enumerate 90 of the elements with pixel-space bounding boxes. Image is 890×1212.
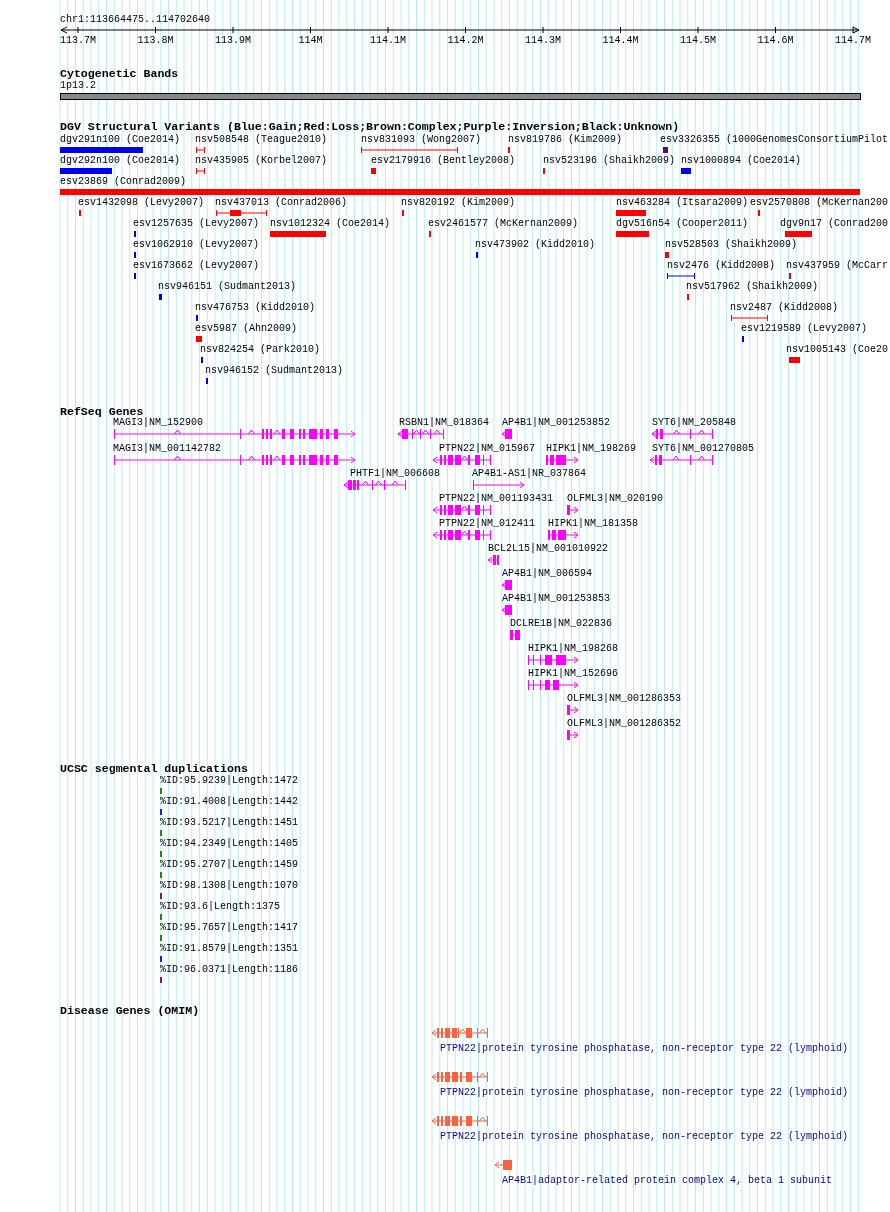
variant-label: dgv516n54 (Cooper2011) — [616, 218, 749, 230]
variant-label: nsv946151 (Sudmant2013) — [158, 281, 297, 293]
gene-label: SYT6|NM_205848 — [652, 417, 736, 429]
variant-label: nsv528503 (Shaikh2009) — [665, 239, 798, 251]
cytoband-label: 1p13.2 — [60, 80, 96, 92]
variant-label: nsv463284 (Itsara2009) — [616, 197, 749, 209]
ruler-tick-label: 114M — [298, 35, 323, 47]
variant-label: esv1062910 (Levy2007) — [133, 239, 260, 251]
track-title: Disease Genes (OMIM) — [60, 1005, 200, 1017]
track-title: UCSC segmental duplications — [60, 763, 248, 775]
variant-label: nsv1005143 (Coe20 — [786, 344, 889, 356]
gene-label: PTPN22|NM_012411 — [439, 518, 535, 530]
variant-label: esv1673662 (Levy2007) — [133, 260, 260, 272]
segmental-duplication-label: %ID:93.5217|Length:1451 — [160, 817, 299, 829]
gene-label: HIPK1|NM_181358 — [548, 518, 638, 530]
gene-label: OLFML3|NM_001286352 — [567, 718, 682, 730]
segmental-duplication-label: %ID:95.7657|Length:1417 — [160, 922, 299, 934]
gene-label: MAGI3|NM_001142782 — [113, 443, 222, 455]
track-title: RefSeq Genes — [60, 406, 144, 418]
disease-gene-label: PTPN22|protein tyrosine phosphatase, non-receptor type 22 (lymphoid) — [440, 1131, 849, 1143]
variant-label: dgv9n17 (Conrad200 — [780, 218, 889, 230]
ruler-tick-label: 114.6M — [757, 35, 794, 47]
disease-gene-label: PTPN22|protein tyrosine phosphatase, non-receptor type 22 (lymphoid) — [440, 1043, 849, 1055]
segmental-duplication-label: %ID:95.9239|Length:1472 — [160, 775, 299, 787]
variant-label: nsv437959 (McCarr — [786, 260, 889, 272]
track-title: DGV Structural Variants (Blue:Gain;Red:Loss;Brown:Complex;Purple:Inversion;Black:Unknown) — [60, 121, 680, 133]
gene-label: PTPN22|NM_001193431 — [439, 493, 554, 505]
gene-label: MAGI3|NM_152900 — [113, 417, 203, 429]
variant-label: nsv2476 (Kidd2008) — [667, 260, 776, 272]
variant-label: esv1257635 (Levy2007) — [133, 218, 260, 230]
disease-gene-label: PTPN22|protein tyrosine phosphatase, non-receptor type 22 (lymphoid) — [440, 1087, 849, 1099]
segmental-duplication-label: %ID:91.4008|Length:1442 — [160, 796, 299, 808]
variant-label: nsv517962 (Shaikh2009) — [686, 281, 819, 293]
variant-label: nsv831093 (Wong2007) — [361, 134, 482, 146]
ruler-tick-label: 114.5M — [680, 35, 716, 47]
gene-label: OLFML3|NM_020190 — [567, 493, 663, 505]
ruler-tick-label: 113.8M — [137, 35, 174, 47]
ruler-tick-label: 114.2M — [447, 35, 484, 47]
ruler-tick-label: 114.3M — [525, 35, 561, 47]
segmental-duplication-label: %ID:98.1308|Length:1070 — [160, 880, 299, 892]
disease-gene-label: AP4B1|adaptor-related protein complex 4, beta 1 subunit — [502, 1175, 833, 1187]
track-title: Cytogenetic Bands — [60, 68, 179, 80]
gene-label: RSBN1|NM_018364 — [399, 417, 489, 429]
gene-label: AP4B1|NM_006594 — [502, 568, 592, 580]
variant-label: esv3326355 (1000GenomesConsortiumPilot — [660, 134, 889, 146]
segmental-duplication-label: %ID:95.2707|Length:1459 — [160, 859, 299, 871]
variant-label: dgv291n100 (Coe2014) — [60, 134, 181, 146]
ruler-tick-label: 113.7M — [60, 35, 96, 47]
variant-label: esv2461577 (McKernan2009) — [428, 218, 579, 230]
gene-label: PTPN22|NM_015967 — [439, 443, 535, 455]
variant-label: nsv523196 (Shaikh2009) — [543, 155, 676, 167]
segmental-duplication-label: %ID:93.6|Length:1375 — [160, 901, 281, 913]
variant-label: nsv508548 (Teague2010) — [195, 134, 328, 146]
segmental-duplication-label: %ID:96.0371|Length:1186 — [160, 964, 299, 976]
gene-label: AP4B1|NM_001253853 — [502, 593, 611, 605]
gene-label: HIPK1|NM_152696 — [528, 668, 618, 680]
gene-label: PHTF1|NM_006608 — [350, 468, 440, 480]
variant-label: nsv437013 (Conrad2006) — [215, 197, 348, 209]
ruler-tick-label: 114.1M — [370, 35, 406, 47]
variant-label: dgv292n100 (Coe2014) — [60, 155, 181, 167]
ruler-tick-label: 114.7M — [835, 35, 871, 47]
coordinate-range-label: chr1:113664475..114702640 — [60, 14, 211, 26]
segmental-duplication-label: %ID:94.2349|Length:1405 — [160, 838, 299, 850]
variant-label: nsv819786 (Kim2009) — [508, 134, 623, 146]
variant-label: esv5987 (Ahn2009) — [195, 323, 298, 335]
ruler-tick-label: 114.4M — [602, 35, 639, 47]
variant-label: nsv1012324 (Coe2014) — [270, 218, 391, 230]
variant-label: nsv473902 (Kidd2010) — [475, 239, 596, 251]
variant-label: nsv435905 (Korbel2007) — [195, 155, 328, 167]
variant-label: nsv820192 (Kim2009) — [401, 197, 516, 209]
gene-label: HIPK1|NM_198268 — [528, 643, 618, 655]
variant-label: nsv946152 (Sudmant2013) — [205, 365, 344, 377]
variant-label: nsv476753 (Kidd2010) — [195, 302, 316, 314]
variant-label: esv1432098 (Levy2007) — [78, 197, 205, 209]
gene-label: HIPK1|NM_198269 — [546, 443, 636, 455]
gene-label: AP4B1-AS1|NR_037864 — [472, 468, 587, 480]
gene-label: DCLRE1B|NM_022836 — [510, 618, 613, 630]
ruler-tick-label: 113.9M — [215, 35, 251, 47]
variant-label: nsv2487 (Kidd2008) — [730, 302, 839, 314]
segmental-duplication-label: %ID:91.8579|Length:1351 — [160, 943, 299, 955]
gene-label: BCL2L15|NM_001010922 — [488, 543, 609, 555]
variant-label: esv23869 (Conrad2009) — [60, 176, 187, 188]
variant-label: esv2179916 (Bentley2008) — [371, 155, 516, 167]
variant-label: esv1219589 (Levy2007) — [741, 323, 868, 335]
variant-label: nsv1000894 (Coe2014) — [681, 155, 802, 167]
variant-label: esv2570808 (McKernan200 — [750, 197, 889, 209]
gene-label: AP4B1|NM_001253852 — [502, 417, 611, 429]
variant-label: nsv824254 (Park2010) — [200, 344, 321, 356]
gene-label: SYT6|NM_001270805 — [652, 443, 755, 455]
gene-label: OLFML3|NM_001286353 — [567, 693, 682, 705]
